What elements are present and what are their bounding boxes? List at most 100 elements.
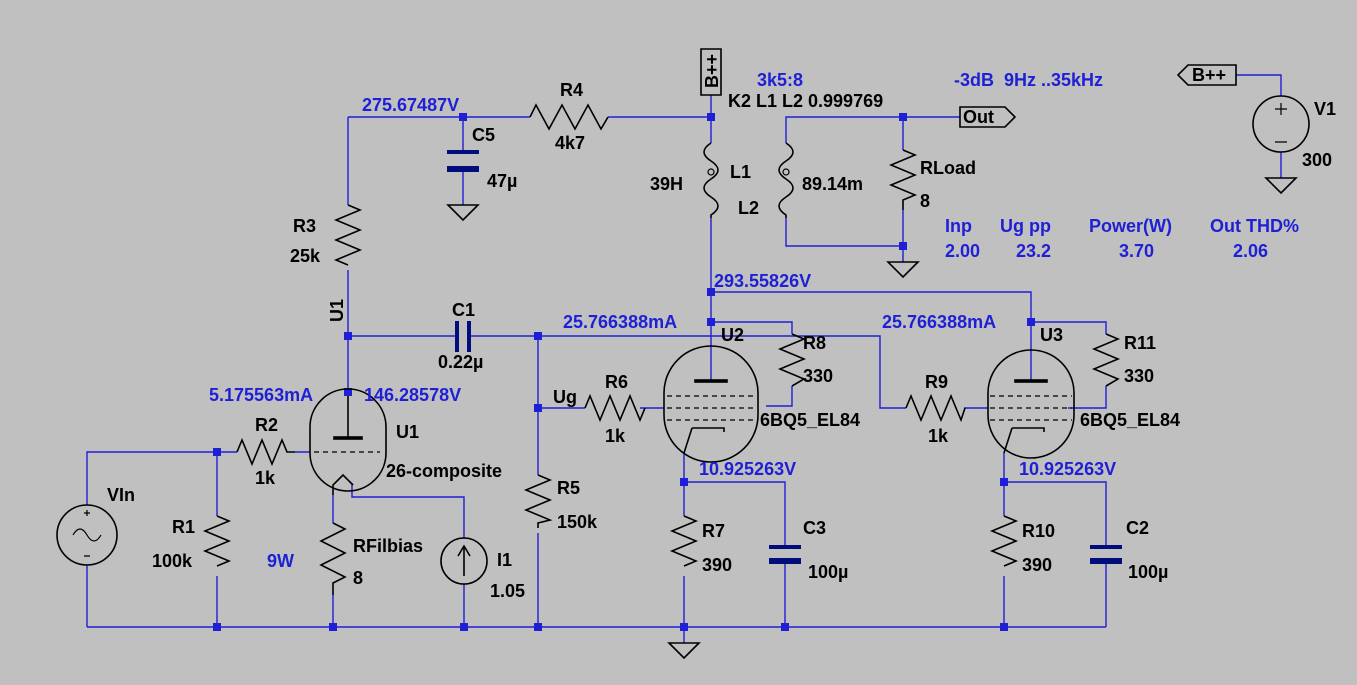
resistor-r11 — [1091, 333, 1121, 387]
label-r3-value: 25k — [290, 246, 321, 266]
current-source-i1 — [440, 537, 488, 585]
label-ug-node: Ug — [553, 387, 577, 407]
label-r1-name: R1 — [172, 517, 195, 537]
tube-u1 — [309, 388, 387, 495]
label-r8-name: R8 — [803, 333, 826, 353]
annotation-v-plate: 293.55826V — [714, 271, 811, 291]
measurement-header: Power(W) — [1089, 216, 1172, 236]
label-rload-value: 8 — [920, 191, 930, 211]
label-r11-name: R11 — [1124, 333, 1156, 353]
resistor-rfilbias — [319, 522, 347, 595]
label-r11-value: 330 — [1124, 366, 1154, 386]
label-r10-name: R10 — [1022, 521, 1055, 541]
label-r1-value: 100k — [152, 551, 193, 571]
label-c1-name: C1 — [452, 300, 475, 320]
measurements-table: Inp Ug pp Power(W) Out THD% 2.00 23.2 3.… — [945, 216, 1299, 261]
resistor-r5 — [523, 474, 553, 528]
measurement-header: Inp — [945, 216, 972, 236]
resistor-r1 — [202, 515, 232, 567]
resistor-r7 — [669, 515, 699, 567]
label-u1-name: U1 — [396, 422, 419, 442]
label-u1-node: U1 — [327, 299, 347, 322]
label-l1-value: 39H — [650, 174, 683, 194]
annotation-ratio: 3k5:8 — [757, 70, 803, 90]
label-l1-name: L1 — [730, 162, 751, 182]
annotation-v-c5: 275.67487V — [362, 95, 459, 115]
measurement-header: Ug pp — [1000, 216, 1051, 236]
voltage-source-v1 — [1252, 95, 1310, 153]
resistor-r3 — [333, 204, 363, 266]
measurement-header: Out THD% — [1210, 216, 1299, 236]
junction-nodes — [213, 113, 1035, 631]
label-r10-value: 390 — [1022, 555, 1052, 575]
label-r9-name: R9 — [925, 372, 948, 392]
resistor-r4 — [529, 103, 609, 131]
annotation-i-u2: 25.766388mA — [563, 312, 677, 332]
annotation-v-k-u2: 10.925263V — [699, 459, 796, 479]
label-i1-name: I1 — [497, 550, 512, 570]
label-r5-name: R5 — [557, 478, 580, 498]
label-v1-value: 300 — [1302, 150, 1332, 170]
label-u3-name: U3 — [1040, 325, 1063, 345]
label-r9-value: 1k — [928, 426, 949, 446]
measurement-value: 3.70 — [1119, 241, 1154, 261]
annotation-fil-power: 9W — [267, 551, 294, 571]
label-r2-value: 1k — [255, 468, 276, 488]
label-c2-value: 100µ — [1128, 562, 1168, 582]
tube-u2 — [663, 345, 759, 463]
label-r7-name: R7 — [702, 521, 725, 541]
ground-symbol-rload — [886, 261, 920, 279]
label-r8-value: 330 — [803, 366, 833, 386]
capacitor-c1 — [455, 321, 471, 352]
measurement-value: 2.06 — [1233, 241, 1268, 261]
inductor-l1 — [703, 142, 719, 218]
capacitor-c2 — [1090, 545, 1122, 564]
resistor-r6 — [584, 393, 646, 423]
net-flag-out: Out — [959, 106, 1017, 128]
capacitor-c3 — [769, 545, 801, 564]
label-u1-model: 26-composite — [386, 461, 502, 481]
annotation-bandwidth: -3dB 9Hz ..35kHz — [954, 70, 1103, 90]
label-c3-name: C3 — [803, 518, 826, 538]
net-flag-bpp-top: B++ — [700, 48, 722, 96]
ground-symbol-main — [667, 642, 701, 660]
wires — [86, 74, 1282, 643]
label-vin-name: VIn — [107, 485, 135, 505]
label-u2-name: U2 — [721, 325, 744, 345]
svg-text:Out: Out — [963, 107, 994, 127]
label-c5-value: 47µ — [487, 171, 517, 191]
annotation-v-k-u3: 10.925263V — [1019, 459, 1116, 479]
label-rfilbias-value: 8 — [353, 568, 363, 588]
ground-symbol-c5 — [446, 204, 480, 222]
net-flag-bpp-v1: B++ — [1176, 64, 1237, 86]
label-coupling: K2 L1 L2 0.999769 — [728, 91, 883, 111]
capacitor-c5 — [447, 150, 479, 172]
label-l2-name: L2 — [738, 198, 759, 218]
label-v1-name: V1 — [1314, 99, 1336, 119]
resistor-rload — [888, 149, 918, 210]
label-u3-model: 6BQ5_EL84 — [1080, 410, 1180, 430]
measurement-value: 23.2 — [1016, 241, 1051, 261]
label-l2-value: 89.14m — [802, 174, 863, 194]
tube-u3 — [987, 349, 1075, 459]
label-c5-name: C5 — [472, 125, 495, 145]
ground-symbol-v1 — [1264, 177, 1298, 195]
annotation-i-u1: 5.175563mA — [209, 385, 313, 405]
label-r6-value: 1k — [605, 426, 626, 446]
label-c3-value: 100µ — [808, 562, 848, 582]
annotation-i-u3: 25.766388mA — [882, 312, 996, 332]
label-r2-name: R2 — [255, 415, 278, 435]
label-r3-name: R3 — [293, 216, 316, 236]
voltage-source-vin — [56, 504, 118, 566]
svg-text:B++: B++ — [702, 54, 722, 88]
label-u2-model: 6BQ5_EL84 — [760, 410, 860, 430]
resistor-r8 — [777, 333, 807, 387]
label-r6-name: R6 — [605, 372, 628, 392]
label-rfilbias-name: RFilbias — [353, 536, 423, 556]
label-c1-value: 0.22µ — [438, 352, 483, 372]
svg-text:B++: B++ — [1192, 65, 1226, 85]
label-c2-name: C2 — [1126, 518, 1149, 538]
label-i1-value: 1.05 — [490, 581, 525, 601]
label-r4-name: R4 — [560, 80, 583, 100]
